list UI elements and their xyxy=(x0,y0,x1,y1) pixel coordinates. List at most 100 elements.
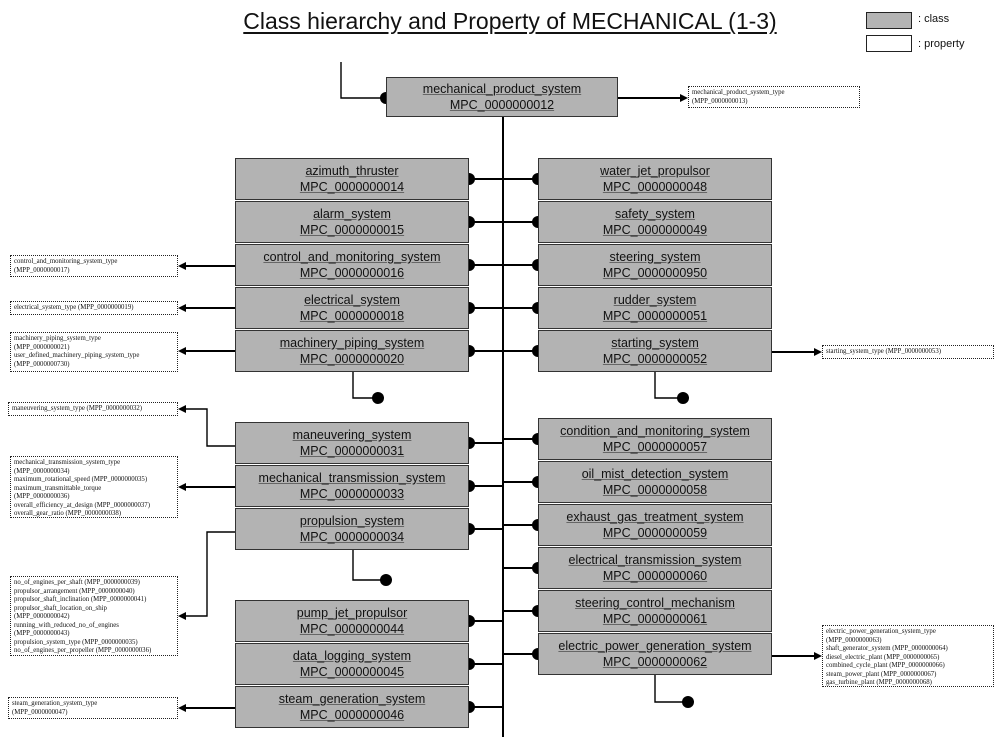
subclass-stub-dot xyxy=(372,392,384,404)
class-name: mechanical_product_system xyxy=(422,82,582,96)
property-line: (MPP_0000000034) xyxy=(14,467,70,475)
class-code: MPC_0000000058 xyxy=(602,483,708,497)
subclass-stub-dot xyxy=(682,696,694,708)
arrow-head xyxy=(178,304,186,312)
subclass-stub-dot xyxy=(380,574,392,586)
class-box-right: safety_system MPC_0000000049 xyxy=(538,201,772,243)
class-box-right: electric_power_generation_system MPC_000… xyxy=(538,633,772,675)
class-name: mechanical_transmission_system xyxy=(258,471,446,485)
property-line: (MPP_0000000036) xyxy=(14,493,70,500)
property-line: no_of_engines_per_shaft (MPP_0000000039) xyxy=(14,579,140,586)
arrow-head xyxy=(178,704,186,712)
property-line: maximum_rotational_speed (MPP_0000000035… xyxy=(14,476,148,483)
legend-class-swatch xyxy=(866,12,912,29)
class-box-left: propulsion_system MPC_0000000034 xyxy=(235,508,469,550)
property-line: overall_efficiency_at_design (MPP_000000… xyxy=(14,501,150,509)
property-line: (MPP_0000000047) xyxy=(12,708,68,716)
class-code: MPC_0000000031 xyxy=(299,444,405,458)
property-line: (MPP_0000000043) xyxy=(14,630,70,637)
property-line: maximum_transmittable_torque xyxy=(14,484,102,492)
property-line: propulsor_shaft_location_on_ship xyxy=(14,604,107,612)
class-box-right: water_jet_propulsor MPC_0000000048 xyxy=(538,158,772,200)
class-code: MPC_0000000061 xyxy=(602,612,708,626)
property-line: propulsor_arrangement (MPP_0000000040) xyxy=(14,587,135,595)
class-box-right: rudder_system MPC_0000000051 xyxy=(538,287,772,329)
arrow-head xyxy=(178,262,186,270)
parent-link xyxy=(340,62,386,99)
class-box-left: control_and_monitoring_system MPC_000000… xyxy=(235,244,469,286)
class-code: MPC_0000000950 xyxy=(602,266,708,280)
property-box-propulsion-system: no_of_engines_per_shaft (MPP_0000000039)… xyxy=(10,576,178,656)
class-code: MPC_0000000048 xyxy=(602,180,708,194)
class-box-left: alarm_system MPC_0000000015 xyxy=(235,201,469,243)
property-line: shaft_generator_system (MPP_0000000064) xyxy=(826,645,948,652)
class-box-right: starting_system MPC_0000000052 xyxy=(538,330,772,372)
property-line: machinery_piping_system_type xyxy=(14,335,101,342)
class-name: machinery_piping_system xyxy=(279,336,425,350)
class-box-right: steering_system MPC_0000000950 xyxy=(538,244,772,286)
property-line: running_with_reduced_no_of_engines xyxy=(14,621,119,629)
property-box-machinery-piping-system: machinery_piping_system_type (MPP_000000… xyxy=(10,332,178,372)
class-name: azimuth_thruster xyxy=(305,164,399,178)
property-line: (MPP_0000000017) xyxy=(14,266,70,274)
subclass-stub xyxy=(654,372,683,399)
property-line: mechanical_product_system_type xyxy=(692,89,785,96)
property-line: user_defined_machinery_piping_system_typ… xyxy=(14,352,140,359)
class-code: MPC_0000000062 xyxy=(602,655,708,669)
property-box-mechanical-product-system: mechanical_product_system_type (MPP_0000… xyxy=(688,86,860,108)
property-arrow xyxy=(186,531,235,617)
class-code: MPC_0000000045 xyxy=(299,665,405,679)
class-code: MPC_0000000012 xyxy=(449,98,555,112)
arrow-head xyxy=(178,347,186,355)
property-line: no_of_engines_per_propeller (MPP_0000000… xyxy=(14,647,152,654)
class-code: MPC_0000000060 xyxy=(602,569,708,583)
property-line: mechanical_transmission_system_type xyxy=(14,459,121,466)
class-name: pump_jet_propulsor xyxy=(296,606,408,620)
class-box-left: data_logging_system MPC_0000000045 xyxy=(235,643,469,685)
class-code: MPC_0000000051 xyxy=(602,309,708,323)
property-line: (MPP_0000000021) xyxy=(14,343,70,351)
arrow-head xyxy=(814,348,822,356)
property-box-maneuvering-system: maneuvering_system_type (MPP_0000000032) xyxy=(8,402,178,416)
property-box-control-and-monitoring-system: control_and_monitoring_system_type (MPP_… xyxy=(10,255,178,277)
arrow-head xyxy=(178,483,186,491)
property-line: electric_power_generation_system_type xyxy=(826,628,936,635)
legend-property-label: : property xyxy=(918,38,965,50)
property-line: maneuvering_system_type (MPP_0000000032) xyxy=(12,405,143,412)
class-box-left: pump_jet_propulsor MPC_0000000044 xyxy=(235,600,469,642)
subclass-stub xyxy=(654,675,688,703)
class-box-right: condition_and_monitoring_system MPC_0000… xyxy=(538,418,772,460)
class-box-right: oil_mist_detection_system MPC_0000000058 xyxy=(538,461,772,503)
class-name: control_and_monitoring_system xyxy=(263,250,441,264)
arrow-head xyxy=(178,612,186,620)
class-code: MPC_0000000020 xyxy=(299,352,405,366)
class-name: propulsion_system xyxy=(299,514,405,528)
property-line: electrical_system_type (MPP_0000000019) xyxy=(14,304,134,311)
class-code: MPC_0000000014 xyxy=(299,180,405,194)
subclass-stub xyxy=(352,550,386,581)
class-code: MPC_0000000046 xyxy=(299,708,405,722)
class-code: MPC_0000000033 xyxy=(299,487,405,501)
subclass-stub xyxy=(352,372,378,399)
class-name: steam_generation_system xyxy=(278,692,426,706)
arrow-head xyxy=(178,405,186,413)
property-line: (MPP_0000000730) xyxy=(14,360,70,368)
class-box-left: maneuvering_system MPC_0000000031 xyxy=(235,422,469,464)
class-name: electric_power_generation_system xyxy=(558,639,752,653)
class-box-left: mechanical_transmission_system MPC_00000… xyxy=(235,465,469,507)
class-name: condition_and_monitoring_system xyxy=(560,424,750,438)
class-box-left: azimuth_thruster MPC_0000000014 xyxy=(235,158,469,200)
property-line: diesel_electric_plant (MPP_0000000065) xyxy=(826,653,940,661)
class-name: electrical_transmission_system xyxy=(568,553,742,567)
property-line: starting_system_type (MPP_0000000053) xyxy=(826,348,941,355)
property-line: combined_cycle_plant (MPP_0000000066) xyxy=(826,662,945,669)
property-line: steam_generation_system_type xyxy=(12,700,98,707)
subclass-stub-dot xyxy=(677,392,689,404)
class-box-left: steam_generation_system MPC_0000000046 xyxy=(235,686,469,728)
class-code: MPC_0000000044 xyxy=(299,622,405,636)
class-box-right: exhaust_gas_treatment_system MPC_0000000… xyxy=(538,504,772,546)
class-code: MPC_0000000034 xyxy=(299,530,405,544)
legend-property-swatch xyxy=(866,35,912,52)
property-line: gas_turbine_plant (MPP_0000000068) xyxy=(826,679,932,686)
property-arrow xyxy=(186,408,235,447)
